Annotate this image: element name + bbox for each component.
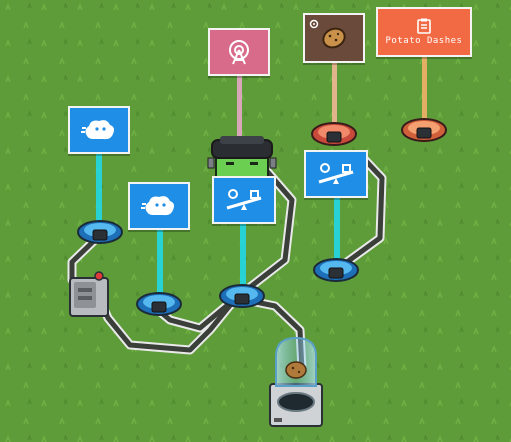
clipboard-icon — [417, 18, 431, 34]
sign-signal[interactable] — [208, 28, 270, 76]
cloud-face-icon — [81, 120, 114, 140]
seesaw-icon — [226, 189, 262, 210]
sign-potato[interactable] — [303, 13, 365, 63]
recipe-label: Potato Dashes — [385, 36, 463, 46]
control-box-icon[interactable] — [69, 271, 109, 317]
pad-node-6[interactable] — [401, 118, 447, 142]
cloud-face-icon — [141, 196, 174, 216]
pad-node-2[interactable] — [136, 292, 182, 316]
sign-recipe[interactable]: Potato Dashes — [376, 7, 472, 57]
pad-node-5[interactable] — [311, 122, 357, 146]
pad-node-1[interactable] — [77, 220, 123, 244]
gear-icon — [309, 19, 319, 29]
potato-dome-icon[interactable] — [269, 336, 323, 427]
sign-speed-2[interactable] — [128, 182, 190, 230]
radio-tower-icon — [229, 40, 249, 65]
pad-node-3[interactable] — [219, 284, 265, 308]
pad-node-4[interactable] — [313, 258, 359, 282]
seesaw-icon — [318, 163, 354, 184]
sign-seesaw-1[interactable] — [212, 176, 276, 224]
potato-icon — [322, 27, 346, 49]
sign-seesaw-2[interactable] — [304, 150, 368, 198]
sign-speed-1[interactable] — [68, 106, 130, 154]
light-beams — [96, 57, 427, 298]
